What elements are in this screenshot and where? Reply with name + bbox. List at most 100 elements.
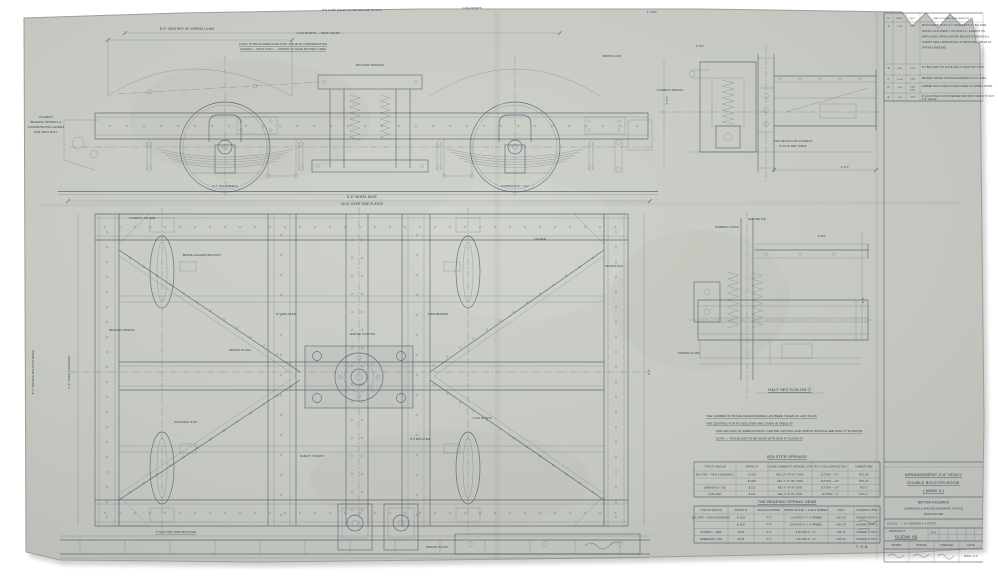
rivet: [578, 481, 581, 485]
rivet: [350, 418, 354, 422]
drawing-label: 1′-10½″: [647, 10, 657, 14]
leaf-spring: [454, 154, 576, 163]
bolt: [357, 394, 362, 399]
revision-letter: E: [888, 95, 890, 99]
rivet: [764, 252, 768, 256]
table-cell: 4′-0″: [766, 525, 771, 527]
rivet: [463, 225, 467, 229]
rivet: [238, 225, 242, 229]
table-header-cell: SPRING Nº: [745, 464, 758, 468]
rivet: [235, 326, 239, 330]
revision-date: 3.49: [897, 87, 902, 89]
drawing-label: 4′-1½″: [841, 165, 850, 169]
rivet: [350, 454, 354, 458]
rivet: [614, 245, 618, 249]
rivet: [538, 292, 542, 296]
table-cell: AUXILIARY: [708, 493, 721, 496]
rivet: [193, 124, 197, 128]
note-line: THE CAMBER OF BOGIE UNDERFRAMES HAS BEEN…: [706, 414, 817, 418]
drawing-label: 2′-8½″: [818, 234, 827, 238]
sign-cell-drawn: DRAWN: [892, 544, 902, 547]
table-cell: HANGER 29 PIN 3: [856, 524, 878, 527]
rivet: [279, 413, 283, 417]
drawing-label: HALF SECTION ON Ⓔ: [768, 386, 811, 392]
table-cell: BOLSTER — NEW & RENEWALS: [692, 516, 730, 519]
rivet: [298, 225, 302, 229]
table-cell: 3′-6″: [766, 539, 771, 541]
bolt: [370, 388, 375, 393]
rivet: [418, 225, 422, 229]
rivet: [159, 124, 163, 128]
sign-cell-date: DATE: [968, 544, 975, 547]
rivet: [360, 292, 364, 296]
rivet: [448, 511, 452, 515]
rivet: [350, 364, 354, 368]
rivet: [360, 382, 364, 386]
table-header-cell: TEST LOAD & DEFLECTION: [814, 465, 847, 468]
revision-desc: 5′-6″ GAUGE.: [922, 98, 938, 101]
rivet: [432, 383, 436, 386]
rivet: [279, 313, 283, 317]
rivet: [463, 511, 467, 515]
rivet: [798, 77, 802, 81]
rivet: [360, 508, 364, 512]
coil-spring-hatch: [349, 94, 361, 141]
table-cell: LINK 93: [836, 539, 846, 541]
rivet: [279, 473, 283, 477]
rivet: [818, 77, 822, 81]
rivet: [523, 511, 527, 515]
table-cell: B.103: [738, 532, 745, 534]
rivet: [279, 393, 283, 397]
revision-date: 1.48: [897, 26, 902, 28]
rivet: [313, 225, 317, 229]
drawing-label: 5′-2″ OVER TRANSOMS: [67, 355, 71, 388]
rivet: [105, 245, 109, 249]
rivet: [587, 128, 591, 132]
revision-letter: D: [888, 85, 890, 89]
notes-block: THE CAMBER OF BOGIE UNDERFRAMES HAS BEEN…: [706, 414, 862, 441]
rivet: [485, 328, 489, 331]
rivet: [133, 511, 137, 515]
rivet: [538, 454, 542, 458]
table-cell: POS ⅞″: [860, 493, 869, 496]
rivet: [360, 346, 364, 350]
rivet: [222, 429, 225, 432]
rivet: [295, 124, 299, 128]
rivet: [168, 464, 172, 467]
bolt: [338, 375, 343, 380]
rivet: [538, 225, 542, 229]
rivet: [388, 511, 392, 515]
rivet: [283, 511, 287, 515]
table-header-cell: TYPE OF VEHICLE: [704, 466, 726, 468]
drawing-label: BEARING SPRING: [109, 328, 135, 332]
rivet: [235, 420, 239, 424]
rivet: [279, 353, 283, 357]
rivet: [613, 225, 617, 229]
rivet: [432, 364, 436, 367]
rivet: [448, 225, 452, 229]
rivet: [598, 511, 602, 515]
rivet: [105, 455, 109, 459]
rivet: [584, 124, 588, 128]
rivet: [193, 511, 197, 515]
rivet: [209, 438, 212, 441]
rivet: [614, 230, 618, 234]
rivet: [343, 225, 347, 229]
rivet: [415, 333, 419, 337]
rivet: [583, 225, 587, 229]
rivet: [445, 355, 449, 358]
rivet: [108, 124, 112, 128]
rivet: [346, 124, 350, 128]
rule-line: [65, 198, 71, 204]
drawing-label: SAFETY STRAPS: [300, 454, 324, 458]
drawing-label: 6′-3″: [647, 369, 651, 375]
coil-spring-hatch: [750, 271, 764, 329]
note-line: FOR METHOD OF DIMENSIONING CENTRE CASTIN…: [716, 429, 862, 433]
rivet: [105, 275, 109, 279]
rivet: [459, 401, 462, 404]
rivet: [125, 124, 129, 128]
spring-link-pin: [588, 165, 594, 171]
rivet: [552, 463, 555, 467]
table-cell: HANGER 27 PIN 3: [856, 531, 878, 534]
